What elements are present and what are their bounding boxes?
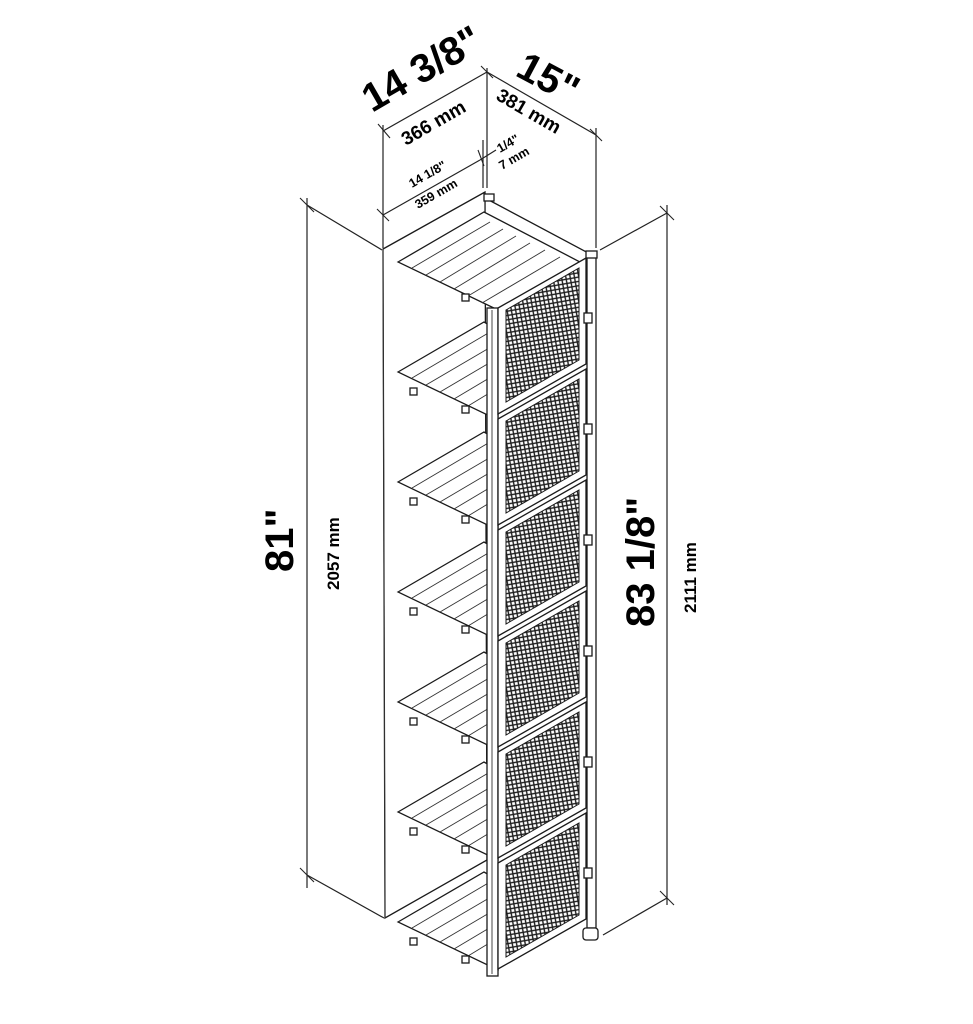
dimension-lines <box>299 65 675 936</box>
shelf <box>396 761 499 862</box>
mesh-doors <box>497 256 587 971</box>
width-outer-metric: 366 mm <box>398 97 470 151</box>
height-body-metric: 2057 mm <box>324 517 343 590</box>
width-outer-imperial: 14 3/8" <box>355 18 490 121</box>
door <box>497 811 587 971</box>
height-body-imperial: 81" <box>258 509 302 572</box>
shelf <box>396 651 499 752</box>
locker-unit <box>382 190 599 977</box>
door <box>497 478 587 638</box>
latch-tabs <box>583 312 593 879</box>
height-total-imperial: 83 1/8" <box>619 497 663 627</box>
door <box>497 367 587 527</box>
door <box>497 256 587 416</box>
height-total-metric: 2111 mm <box>681 542 700 613</box>
leveling-foot <box>582 927 599 941</box>
door <box>497 700 587 860</box>
door <box>497 589 587 749</box>
right-post <box>586 251 597 929</box>
front-post <box>486 307 499 977</box>
